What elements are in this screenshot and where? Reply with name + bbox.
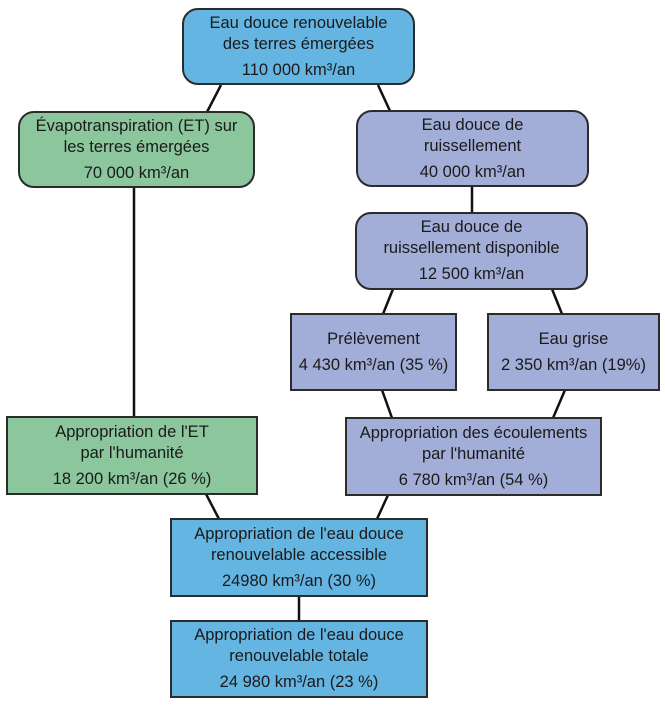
- node-title-line: Prélèvement: [327, 329, 420, 348]
- connector-flow-appropriation-to-accessible: [375, 494, 390, 520]
- connector-et-appropriation-to-accessible: [204, 493, 221, 520]
- node-withdrawal: Prélèvement 4 430 km³/an (35 %): [290, 313, 457, 391]
- node-title-line: ruissellement disponible: [383, 239, 560, 257]
- connector-available-to-greywater: [550, 288, 564, 315]
- node-value: 110 000 km³/an: [241, 60, 356, 79]
- node-title-line: des terres émergées: [222, 34, 375, 53]
- connector-greywater-to-flow-appropriation: [551, 389, 567, 419]
- node-flow-appropriation: Appropriation des écoulements par l'huma…: [345, 417, 602, 496]
- connector-top-to-runoff: [376, 84, 392, 112]
- node-title-line: Évapotranspiration (ET) sur: [35, 116, 238, 135]
- node-value: 4 430 km³/an (35 %): [298, 355, 449, 374]
- node-title-line: ruissellement: [423, 136, 522, 155]
- connector-available-to-withdrawal: [381, 288, 395, 315]
- node-title-line: Eau douce de: [421, 115, 524, 134]
- node-title-line: Eau douce de: [420, 218, 523, 236]
- node-value: 40 000 km³/an: [419, 162, 526, 181]
- node-value: 70 000 km³/an: [83, 163, 190, 182]
- node-value: 2 350 km³/an (19%): [501, 355, 646, 374]
- connector-top-to-evapotranspiration: [205, 84, 223, 113]
- node-title-line: Appropriation de l'ET: [55, 422, 209, 441]
- node-grey-water: Eau grise 2 350 km³/an (19%): [487, 313, 660, 391]
- connector-withdrawal-to-flow-appropriation: [380, 389, 394, 419]
- node-title-line: les terres émergées: [63, 137, 210, 156]
- node-title-line: renouvelable accessible: [210, 545, 388, 564]
- node-value: 12 500 km³/an: [418, 265, 525, 283]
- node-value: 24980 km³/an (30 %): [221, 571, 377, 590]
- node-value: 24 980 km³/an (23 %): [219, 673, 379, 691]
- node-evapotranspiration: Évapotranspiration (ET) sur les terres é…: [18, 111, 255, 188]
- node-title-line: Appropriation de l'eau douce: [194, 626, 404, 644]
- node-title-line: renouvelable totale: [229, 647, 369, 665]
- node-total-appropriation: Appropriation de l'eau douce renouvelabl…: [170, 620, 428, 698]
- node-title-line: par l'humanité: [421, 444, 526, 463]
- node-title-line: par l'humanité: [80, 443, 184, 462]
- node-runoff: Eau douce de ruissellement 40 000 km³/an: [356, 110, 589, 187]
- node-title-line: Appropriation de l'eau douce: [194, 524, 404, 543]
- node-accessible-appropriation: Appropriation de l'eau douce renouvelabl…: [170, 518, 428, 597]
- node-et-appropriation: Appropriation de l'ET par l'humanité 18 …: [6, 416, 258, 495]
- node-renewable-freshwater: Eau douce renouvelable des terres émergé…: [182, 8, 415, 85]
- node-available-runoff: Eau douce de ruissellement disponible 12…: [355, 212, 588, 290]
- node-title-line: Eau douce renouvelable: [209, 13, 388, 32]
- node-value: 18 200 km³/an (26 %): [52, 469, 212, 488]
- node-title-line: Eau grise: [538, 329, 609, 348]
- node-value: 6 780 km³/an (54 %): [398, 470, 549, 489]
- node-title-line: Appropriation des écoulements: [359, 423, 588, 442]
